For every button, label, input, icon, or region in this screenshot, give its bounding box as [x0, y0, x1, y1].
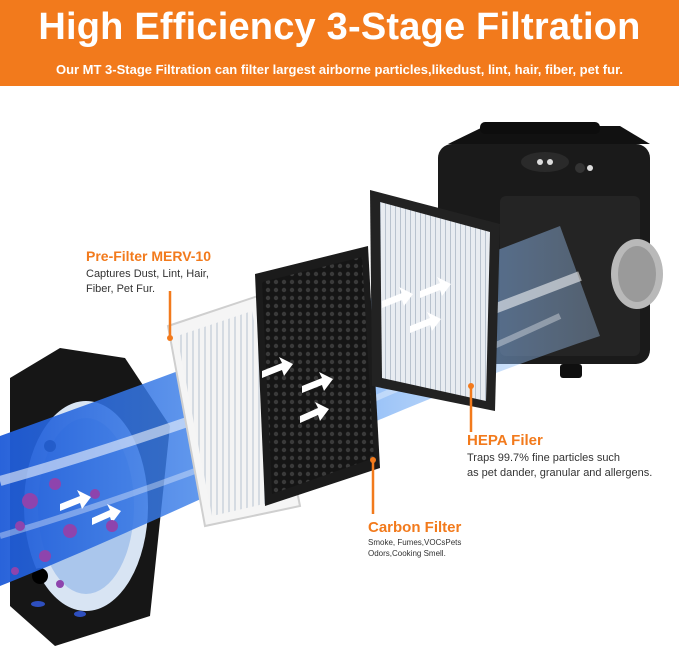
- filtration-illustration: [0, 122, 663, 646]
- hepa-title: HEPA Filer: [467, 432, 543, 449]
- particle-icon: [56, 580, 64, 588]
- particle-icon: [39, 550, 51, 562]
- particle-icon: [106, 520, 118, 532]
- airflow-arrow-icon: [420, 277, 451, 298]
- hepa-desc-line2: as pet dander, granular and allergens.: [467, 467, 653, 479]
- carbon-filter-panel: [255, 246, 380, 506]
- airflow-arrow-icon: [60, 490, 91, 511]
- carbon-desc-line1: Smoke, Fumes,VOCsPets: [368, 538, 462, 547]
- airflow-arrow-icon: [300, 402, 329, 423]
- airflow-arrow-icon: [410, 312, 441, 333]
- hepa-filter-panel: [370, 190, 500, 411]
- airflow-arrow-icon: [382, 287, 413, 308]
- particle-icon: [49, 478, 61, 490]
- airflow-arrow-icon: [92, 504, 121, 525]
- particle-icon: [63, 524, 77, 538]
- header-banner: High Efficiency 3-Stage Filtration Our M…: [0, 0, 679, 86]
- particle-icon: [15, 521, 25, 531]
- particle-icon: [90, 489, 100, 499]
- prefilter-desc-line1: Captures Dust, Lint, Hair,: [86, 268, 209, 280]
- page-title: High Efficiency 3-Stage Filtration: [38, 6, 641, 48]
- carbon-desc-line2: Odors,Cooking Smell.: [368, 549, 446, 558]
- airflow-arrow-icon: [262, 357, 293, 378]
- particle-icon: [22, 493, 38, 509]
- prefilter-title: Pre-Filter MERV-10: [86, 248, 212, 264]
- page-subtitle: Our MT 3-Stage Filtration can filter lar…: [55, 62, 624, 77]
- carbon-title: Carbon Filter: [368, 519, 462, 536]
- prefilter-desc-line2: Fiber, Pet Fur.: [86, 283, 156, 295]
- particle-icon: [31, 601, 45, 607]
- particle-icon: [11, 567, 19, 575]
- particle-icon: [74, 611, 86, 617]
- hepa-desc-line1: Traps 99.7% fine particles such: [467, 452, 621, 464]
- airflow-arrow-icon: [302, 372, 333, 393]
